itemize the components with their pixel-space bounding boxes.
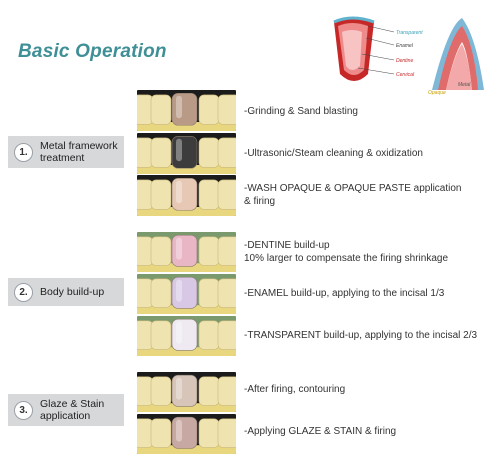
neighbor-tooth <box>150 137 172 168</box>
model-gum <box>137 347 236 356</box>
neighbor-tooth <box>150 418 172 448</box>
leader-lines <box>357 25 395 75</box>
crown-highlight <box>176 180 182 204</box>
label-cervical: Cervical <box>396 72 415 78</box>
tooth-layer-diagram: Transparent Enamel Dentine Cervical Opaq… <box>328 12 486 96</box>
crown-highlight <box>176 279 182 302</box>
neighbor-tooth <box>150 320 172 350</box>
neighbor-tooth <box>217 179 236 210</box>
photo-contouring <box>137 372 236 412</box>
crown <box>171 177 198 211</box>
neighbor-tooth <box>137 418 154 448</box>
step-transparent: -TRANSPARENT build-up, applying to the i… <box>244 330 478 341</box>
neighbor-tooth <box>217 418 236 448</box>
photo-grinding <box>137 90 236 131</box>
label-opaque: Opaque <box>428 90 446 96</box>
step-contouring: -After firing, contouring <box>244 384 346 395</box>
neighbor-tooth <box>137 137 154 168</box>
neighbor-tooth <box>217 94 236 125</box>
neighbor-tooth <box>198 94 220 125</box>
neighbor-tooth <box>150 94 172 125</box>
neighbor-tooth <box>198 236 220 266</box>
label-transparent: Transparent <box>396 30 423 36</box>
section-label-text: Metal framework treatment <box>40 140 118 164</box>
neighbor-tooth <box>137 236 154 266</box>
section-glaze-stain: 3. Glaze & Stain application <box>8 394 124 426</box>
crown-highlight <box>176 237 182 260</box>
section-body-buildup: 2. Body build-up <box>8 278 124 306</box>
neighbor-tooth <box>137 320 154 350</box>
section-label-text: Glaze & Stain application <box>40 398 105 422</box>
model-gum <box>137 121 236 131</box>
section-number: 2. <box>14 282 33 302</box>
crown <box>171 92 198 126</box>
tooth-cross-section-front <box>333 16 375 81</box>
step-glaze: -Applying GLAZE & STAIN & firing <box>244 426 397 437</box>
crown-highlight <box>176 377 182 400</box>
neighbor-tooth <box>217 376 236 406</box>
neighbor-tooth <box>217 137 236 168</box>
step-grinding: -Grinding & Sand blasting <box>244 106 358 117</box>
neighbor-tooth <box>198 376 220 406</box>
neighbor-tooth <box>137 278 154 308</box>
neighbor-tooth <box>217 320 236 350</box>
neighbor-tooth <box>198 418 220 448</box>
section-label-text: Body build-up <box>40 286 105 298</box>
crown <box>171 416 198 449</box>
neighbor-tooth <box>137 94 154 125</box>
label-metal: Metal <box>458 82 471 88</box>
neighbor-tooth <box>150 179 172 210</box>
label-dentine: Dentine <box>396 58 413 64</box>
crown-highlight <box>176 419 182 442</box>
neighbor-tooth <box>198 278 220 308</box>
step-cleaning: -Ultrasonic/Steam cleaning & oxidization <box>244 148 423 159</box>
model-gum <box>137 445 236 454</box>
photo-glaze <box>137 414 236 454</box>
neighbor-tooth <box>198 179 220 210</box>
neighbor-tooth <box>137 179 154 210</box>
crown <box>171 135 198 169</box>
crown <box>171 318 198 351</box>
neighbor-tooth <box>217 236 236 266</box>
model-gum <box>137 263 236 272</box>
section-metal-framework: 1. Metal framework treatment <box>8 136 124 168</box>
neighbor-tooth <box>198 137 220 168</box>
model-gum <box>137 305 236 314</box>
photo-opaque <box>137 175 236 216</box>
model-gum <box>137 403 236 412</box>
neighbor-tooth <box>137 376 154 406</box>
model-gum <box>137 164 236 174</box>
label-enamel: Enamel <box>396 43 414 49</box>
crown <box>171 276 198 309</box>
tooth-cross-section-side <box>432 18 484 90</box>
crown-highlight <box>176 95 182 119</box>
crown-highlight <box>176 321 182 344</box>
neighbor-tooth <box>150 376 172 406</box>
crown <box>171 374 198 407</box>
step-enamel: -ENAMEL build-up, applying to the incisa… <box>244 288 445 299</box>
photo-oxidization <box>137 133 236 174</box>
page-title: Basic Operation <box>18 41 167 62</box>
photo-enamel <box>137 274 236 314</box>
crown <box>171 234 198 267</box>
step-opaque: -WASH OPAQUE & OPAQUE PASTE application … <box>244 183 462 207</box>
photo-dentine <box>137 232 236 272</box>
photo-transparent <box>137 316 236 356</box>
crown-highlight <box>176 138 182 162</box>
model-gum <box>137 206 236 216</box>
neighbor-tooth <box>150 278 172 308</box>
section-number: 1. <box>14 142 33 162</box>
neighbor-tooth <box>150 236 172 266</box>
neighbor-tooth <box>198 320 220 350</box>
section-number: 3. <box>14 400 33 420</box>
neighbor-tooth <box>217 278 236 308</box>
step-dentine: -DENTINE build-up 10% larger to compensa… <box>244 240 449 264</box>
